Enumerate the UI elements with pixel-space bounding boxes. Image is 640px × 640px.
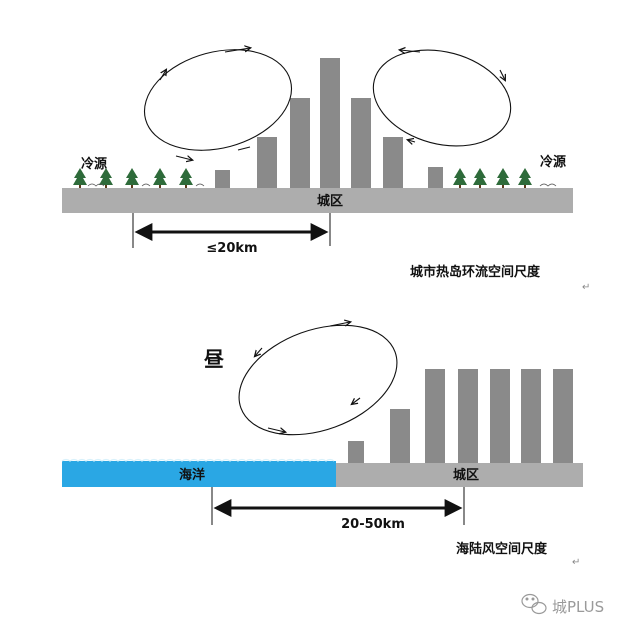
right-circulation-arrow <box>372 35 512 147</box>
watermark: 城PLUS <box>521 593 604 616</box>
distance-label-2: 20-50km <box>341 517 405 532</box>
breeze-circulation-arrow <box>238 305 398 436</box>
city-label-2: 城区 <box>453 467 479 483</box>
sea-label: 海洋 <box>179 467 205 483</box>
right-cold-source-label: 冷源 <box>540 154 566 170</box>
right-forest <box>453 168 557 188</box>
distance-label-1: ≤20km <box>206 241 257 256</box>
left-forest <box>73 168 205 188</box>
sea-strip <box>62 461 336 487</box>
land-strip <box>335 463 583 487</box>
left-cold-source-label: 冷源 <box>81 156 107 172</box>
sea-wave-line <box>61 458 335 462</box>
sea-breeze-diagram: 昼 海洋 城区 20-50km 海陆风空间尺度 ↵ <box>61 305 583 568</box>
caption-2: 海陆风空间尺度 <box>456 541 548 557</box>
ground-strip <box>62 188 573 213</box>
daytime-label: 昼 <box>204 347 224 371</box>
coastal-buildings <box>348 369 573 463</box>
wechat-icon <box>521 593 547 615</box>
city-buildings <box>215 58 443 188</box>
city-label: 城区 <box>317 193 343 209</box>
heat-island-diagram: 冷源 冷源 城区 ≤20km 城市热岛环流空间尺度 ↵ <box>62 34 590 293</box>
return-mark-2: ↵ <box>572 557 580 568</box>
left-circulation-arrow <box>143 34 293 166</box>
caption-1: 城市热岛环流空间尺度 <box>410 264 541 280</box>
return-mark-1: ↵ <box>582 282 590 293</box>
distance-arrow-1 <box>132 213 331 248</box>
distance-arrow-2 <box>211 487 465 525</box>
watermark-text: 城PLUS <box>552 598 604 616</box>
